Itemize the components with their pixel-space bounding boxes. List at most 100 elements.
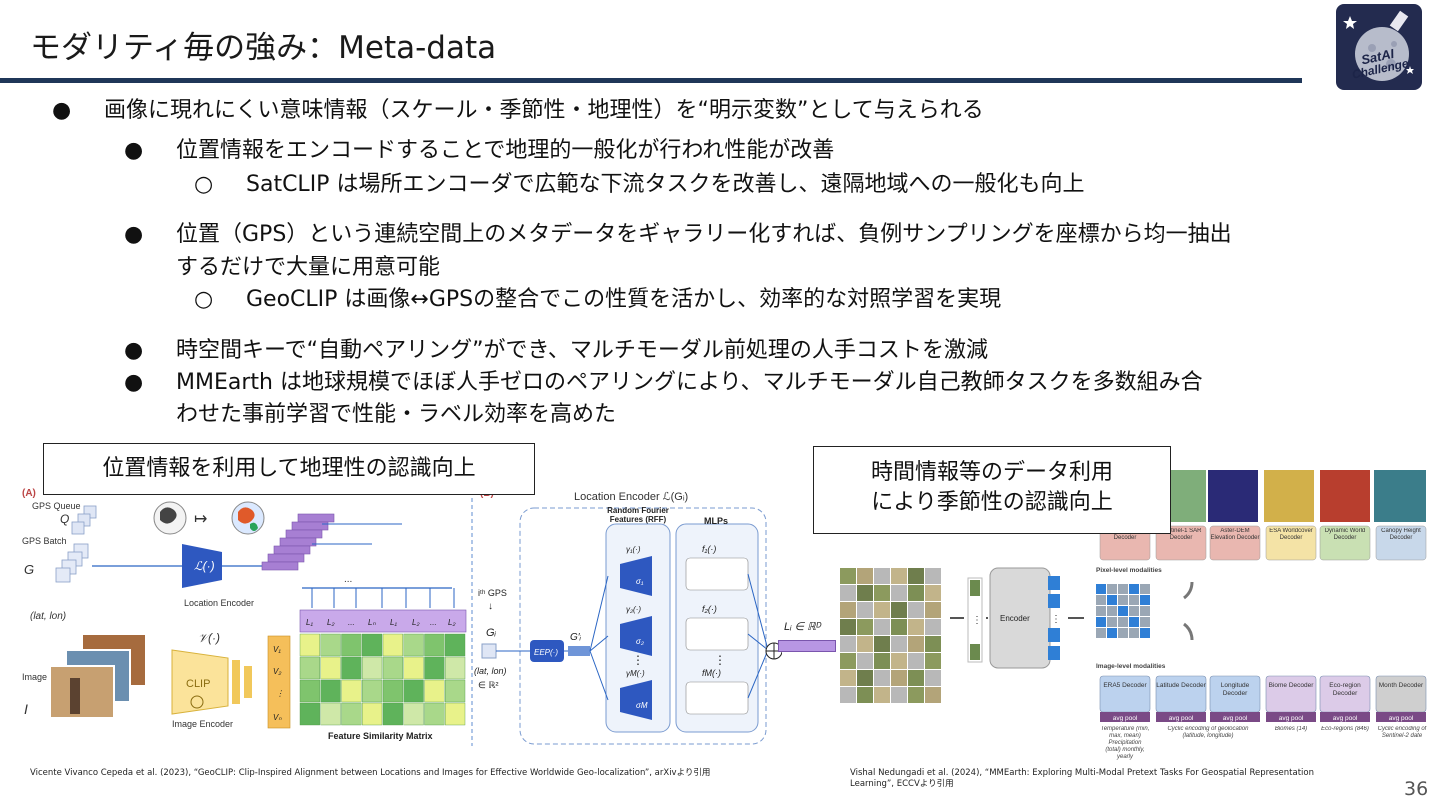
bullet-marker: ○ [194, 172, 214, 197]
page-number: 36 [1404, 778, 1429, 800]
v-label: V₁ [273, 645, 281, 654]
avg-pool-bar [1320, 712, 1370, 722]
input-patch [874, 602, 890, 618]
similarity-cell [362, 702, 383, 726]
decoder-caption: Temperature (min, max, mean) Precipitati… [1100, 726, 1150, 760]
mapsto-symbol: ↦ [194, 511, 207, 528]
similarity-cell [403, 633, 424, 657]
li-label: Lᵢ ∈ ℝᴰ [784, 621, 822, 633]
similarity-cell [341, 679, 362, 703]
input-patch [857, 670, 873, 686]
input-patch [840, 687, 856, 703]
geography-callout-text: 位置情報を利用して地理性の認識向上 [102, 456, 476, 481]
input-patch [840, 670, 856, 686]
similarity-cell [445, 702, 466, 726]
similarity-cell [382, 702, 403, 726]
mlp-vdots: ⋮ [714, 653, 726, 667]
image-decoder-label: Month Decoder [1378, 682, 1424, 689]
similarity-cell [403, 702, 424, 726]
bullet-marker: ● [124, 222, 144, 247]
input-patch [857, 619, 873, 635]
dem-thumbnail [1208, 470, 1258, 522]
gps-batch-label: GPS Batch [22, 536, 67, 546]
image-decoder-label: Latitude Decoder [1156, 682, 1206, 689]
similarity-cell [362, 633, 383, 657]
input-patch [857, 568, 873, 584]
bullet-text: 時空間キーで“自動ペアリング”ができ、マルチモーダル前処理の人手コストを激減 [176, 338, 988, 363]
avg-pool-bar [1210, 712, 1260, 722]
pixel-level-label: Pixel-level modalities [1096, 567, 1162, 574]
ith-gps-label: iᵗʰ GPS [478, 588, 507, 598]
input-patch [908, 653, 924, 669]
output-patch [1129, 617, 1139, 627]
input-patch [908, 602, 924, 618]
similarity-cell [382, 679, 403, 703]
input-patch [874, 687, 890, 703]
location-encoder-label: Location Encoder [184, 598, 254, 608]
mlps-label: MLPs [704, 516, 728, 526]
input-patch [874, 670, 890, 686]
geography-callout: 位置情報を利用して地理性の認識向上 [43, 443, 535, 495]
similarity-cell [424, 633, 445, 657]
input-patch [874, 568, 890, 584]
image-batch-symbol: I [24, 701, 28, 717]
pixel-decoder-box [1209, 525, 1261, 561]
output-patch [1129, 584, 1139, 594]
v-label: V₂ [273, 667, 281, 676]
decoder-caption: Biomes (14) [1274, 726, 1308, 732]
input-patch [925, 687, 941, 703]
satai-challenge-logo: SatAI Challenge [1336, 4, 1422, 90]
output-patch [1096, 606, 1106, 616]
seasonality-callout-line2: により季節性の認識向上 [871, 490, 1113, 515]
input-patch [925, 585, 941, 601]
l-label: L₁ [390, 618, 397, 627]
avg-pool-label: avg pool [1333, 715, 1358, 722]
rff-label: Random Fourier Features (RFF) [607, 506, 669, 524]
input-patch [874, 585, 890, 601]
mmearth-citation-line1: Vishal Nedungadi et al. (2024), “MMEarth… [850, 768, 1315, 778]
pixel-decoder-box [1375, 525, 1427, 561]
photo-thumbnail [49, 665, 115, 719]
r2-label: ∈ ℝ² [478, 680, 498, 690]
avg-pool-bar [1100, 712, 1150, 722]
image-decoder-label: Eco-region Decoder [1329, 682, 1361, 697]
output-patch [1129, 628, 1139, 638]
input-patch [908, 687, 924, 703]
gi-prime-label: G′ᵢ [570, 632, 582, 643]
slide-title: モダリティ毎の強み：Meta-data [30, 30, 497, 66]
similarity-cell [299, 679, 320, 703]
similarity-cell [424, 656, 445, 680]
similarity-cell [320, 702, 341, 726]
vision-fn: 𝒱(·) [198, 631, 220, 645]
similarity-cell [403, 679, 424, 703]
location-fn: ℒ(·) [194, 559, 215, 573]
similarity-cell [320, 633, 341, 657]
input-patch [908, 636, 924, 652]
input-patch [840, 653, 856, 669]
gps-queue-symbol: Q [60, 512, 69, 526]
similarity-cell [362, 679, 383, 703]
pixel-decoder-label: Canopy Height Decoder [1381, 528, 1421, 541]
feature-ellipsis: ... [344, 574, 352, 585]
pixel-decoder-box [1265, 525, 1317, 561]
input-patch [891, 670, 907, 686]
patch-vdots: ⋮ [972, 615, 982, 626]
input-patch [840, 585, 856, 601]
input-patch [891, 602, 907, 618]
similarity-cell [445, 679, 466, 703]
pixel-decoder-label: ESA Worldcover Decoder [1269, 528, 1313, 541]
image-batch-label: Image Batch [22, 672, 73, 682]
similarity-cell [382, 633, 403, 657]
bullet-marker: ● [52, 98, 72, 123]
latlon-label: (lat, lon) [30, 611, 66, 622]
similarity-cell [424, 679, 445, 703]
input-patch [925, 653, 941, 669]
logo-graphic [1343, 10, 1414, 81]
bullet-text: するだけで大量に用意可能 [176, 255, 441, 280]
input-patch [891, 568, 907, 584]
gamma-label: γ₁(·) [626, 545, 641, 554]
panel-a-label: (A) [22, 488, 36, 499]
bullet-marker: ● [124, 138, 144, 163]
clip-label: CLIP [186, 678, 210, 690]
